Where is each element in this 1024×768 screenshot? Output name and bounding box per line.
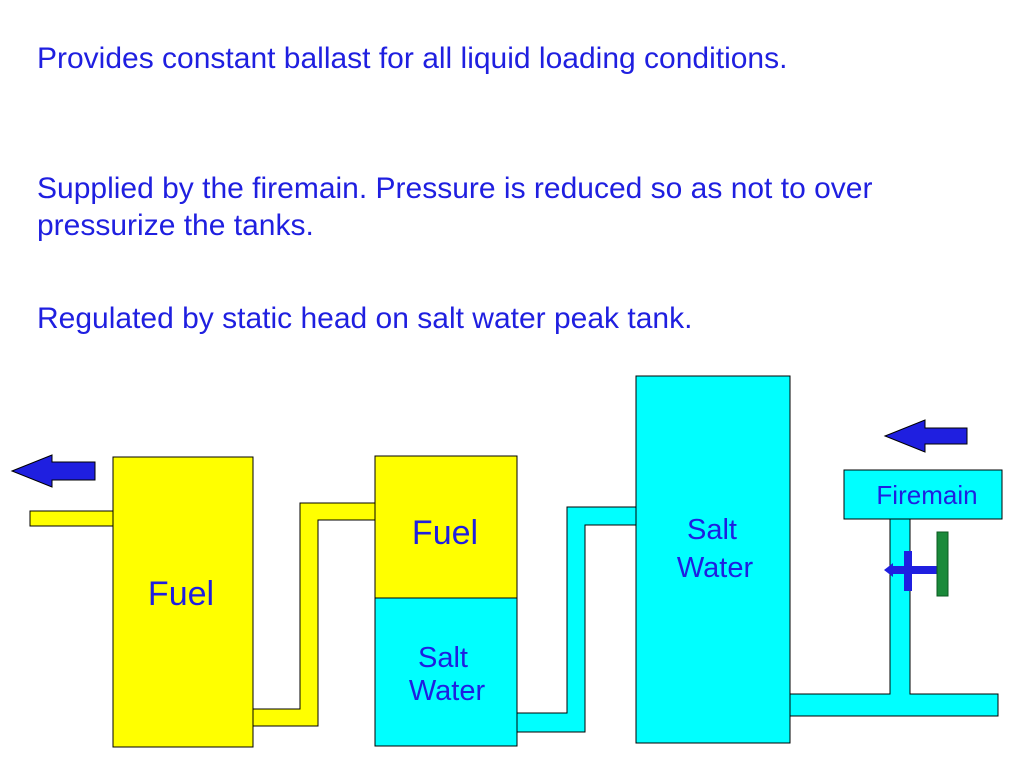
left-fuel-tank bbox=[112, 456, 254, 748]
left-tank-label: Fuel bbox=[148, 575, 214, 613]
left-flow-arrow-icon bbox=[10, 454, 96, 488]
firemain-supply-pipe bbox=[789, 518, 999, 717]
middle-tank-fuel-label: Fuel bbox=[412, 514, 478, 552]
peak-tank-salt-label: Salt bbox=[687, 514, 737, 546]
valve-icon bbox=[884, 531, 949, 597]
fuel-connecting-pipe bbox=[252, 502, 377, 727]
firemain-label: Firemain bbox=[876, 480, 977, 510]
middle-tank-fuel bbox=[374, 455, 518, 599]
salt-water-connecting-pipe bbox=[516, 506, 638, 733]
firemain-flow-arrow-icon bbox=[883, 419, 968, 453]
middle-tank-salt-water bbox=[374, 597, 518, 747]
paragraph-static-head: Regulated by static head on salt water p… bbox=[37, 302, 693, 335]
paragraph-ballast: Provides constant ballast for all liquid… bbox=[37, 42, 788, 75]
middle-tank-water-label: Water bbox=[409, 675, 486, 707]
firemain-box bbox=[843, 469, 1003, 520]
peak-tank-water-label: Water bbox=[677, 552, 754, 584]
middle-tank-salt-label: Salt bbox=[418, 642, 468, 674]
outlet-pipe bbox=[29, 510, 115, 527]
salt-water-peak-tank bbox=[635, 375, 791, 744]
paragraph-firemain-supply: Supplied by the firemain. Pressure is re… bbox=[37, 172, 873, 242]
